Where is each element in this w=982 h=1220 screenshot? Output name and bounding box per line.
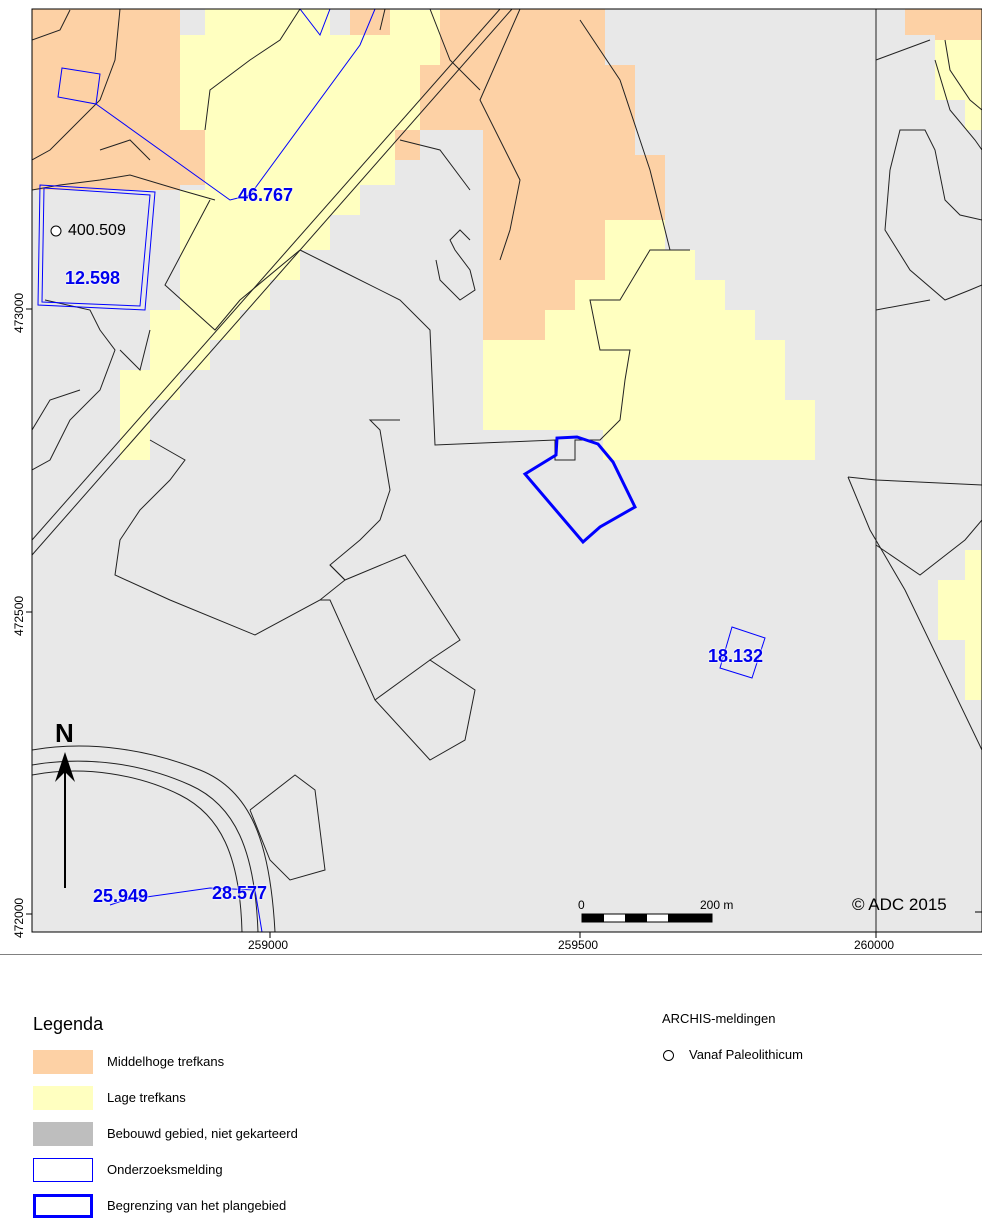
y-axis-label: 472000 <box>12 897 26 938</box>
laag-zone-center <box>483 220 815 460</box>
middelhoog-zone-east <box>905 9 982 40</box>
map-canvas[interactable] <box>0 0 982 955</box>
laag-zone <box>120 9 440 460</box>
scale-start: 0 <box>578 898 585 912</box>
swatch-thin-blue <box>33 1158 93 1182</box>
x-axis-label: 259000 <box>248 938 289 952</box>
archis-label: 400.509 <box>68 222 126 239</box>
swatch-grey <box>33 1122 93 1146</box>
archis-legend-label: Vanaf Paleolithicum <box>689 1047 803 1062</box>
scale-end: 200 m <box>700 898 734 912</box>
survey-label: 25.949 <box>93 886 149 906</box>
laag-zone-east <box>935 40 982 130</box>
y-axis-label: 472500 <box>12 595 26 636</box>
archis-title: ARCHIS-meldingen <box>662 1011 776 1026</box>
circle-icon <box>663 1050 674 1062</box>
plangebied-boundary <box>522 435 637 545</box>
x-axis-label: 259500 <box>558 938 599 952</box>
archis-legend-item: Vanaf Paleolithicum <box>663 1047 803 1062</box>
legend-label: Middelhoge trefkans <box>107 1054 225 1069</box>
copyright: © ADC 2015 <box>852 895 947 914</box>
legend: Legenda Middelhoge trefkans Lage trefkan… <box>0 955 982 1218</box>
survey-label: 12.598 <box>65 268 121 288</box>
y-axis-label: 473000 <box>12 292 26 333</box>
legend-label: Bebouwd gebied, niet gekarteerd <box>107 1126 298 1141</box>
x-axis-label: 260000 <box>854 938 895 952</box>
map-frame[interactable]: 46.767 12.598 400.509 18.132 25.949 28.5… <box>0 0 982 955</box>
swatch-orange <box>33 1050 93 1074</box>
legend-label: Lage trefkans <box>107 1090 186 1105</box>
survey-label: 46.767 <box>238 185 294 205</box>
swatch-thick-blue <box>33 1194 93 1218</box>
laag-zone-east2 <box>938 550 982 700</box>
legend-title: Legenda <box>33 1014 104 1034</box>
survey-label: 28.577 <box>212 883 268 903</box>
legend-label: Onderzoeksmelding <box>107 1162 223 1177</box>
swatch-yellow <box>33 1086 93 1110</box>
legend-label: Begrenzing van het plangebied <box>107 1198 287 1213</box>
scale-bar <box>581 913 713 923</box>
survey-label: 18.132 <box>708 646 764 666</box>
archis-point <box>50 225 62 237</box>
north-label: N <box>55 718 74 748</box>
